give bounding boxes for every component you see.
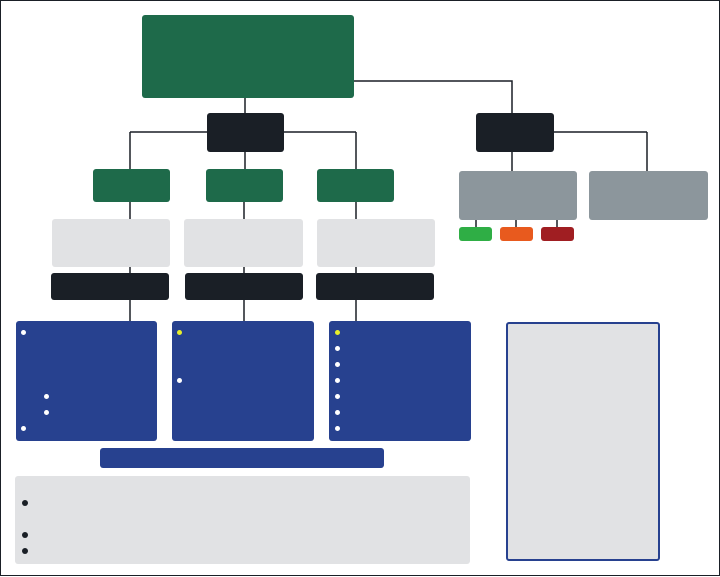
bullet xyxy=(335,346,340,351)
header-bar-3 xyxy=(316,273,434,300)
root-node xyxy=(142,15,354,98)
bullet xyxy=(21,330,26,335)
bullet xyxy=(335,362,340,367)
bullet xyxy=(22,548,28,554)
info-box-1 xyxy=(52,219,170,267)
list-panel-1 xyxy=(16,321,157,441)
bullet xyxy=(21,426,26,431)
bullet xyxy=(22,532,28,538)
bullet xyxy=(335,378,340,383)
status-pill-green xyxy=(459,227,492,241)
header-bar-1 xyxy=(51,273,169,300)
bullet xyxy=(44,394,49,399)
info-box-3 xyxy=(317,219,435,267)
bullet xyxy=(177,378,182,383)
bullet-highlight xyxy=(335,330,340,335)
bullet xyxy=(22,500,28,506)
branch-node-3 xyxy=(317,169,394,202)
bullet xyxy=(335,394,340,399)
connector-root-hub-right xyxy=(354,80,513,114)
status-pill-orange xyxy=(500,227,533,241)
right-card-2 xyxy=(589,171,708,220)
hub-left-node xyxy=(207,113,284,152)
info-box-2 xyxy=(184,219,303,267)
bullet-highlight xyxy=(177,330,182,335)
side-panel xyxy=(506,322,660,561)
bullet xyxy=(44,410,49,415)
bullet xyxy=(335,410,340,415)
footer-bar xyxy=(100,448,384,468)
notes-panel xyxy=(15,476,470,564)
list-panel-3 xyxy=(329,321,471,441)
right-card-1 xyxy=(459,171,577,220)
hub-right-node xyxy=(476,113,554,152)
header-bar-2 xyxy=(185,273,303,300)
branch-node-1 xyxy=(93,169,170,202)
status-pill-red xyxy=(541,227,574,241)
list-panel-2 xyxy=(172,321,314,441)
bullet xyxy=(335,426,340,431)
branch-node-2 xyxy=(206,169,283,202)
